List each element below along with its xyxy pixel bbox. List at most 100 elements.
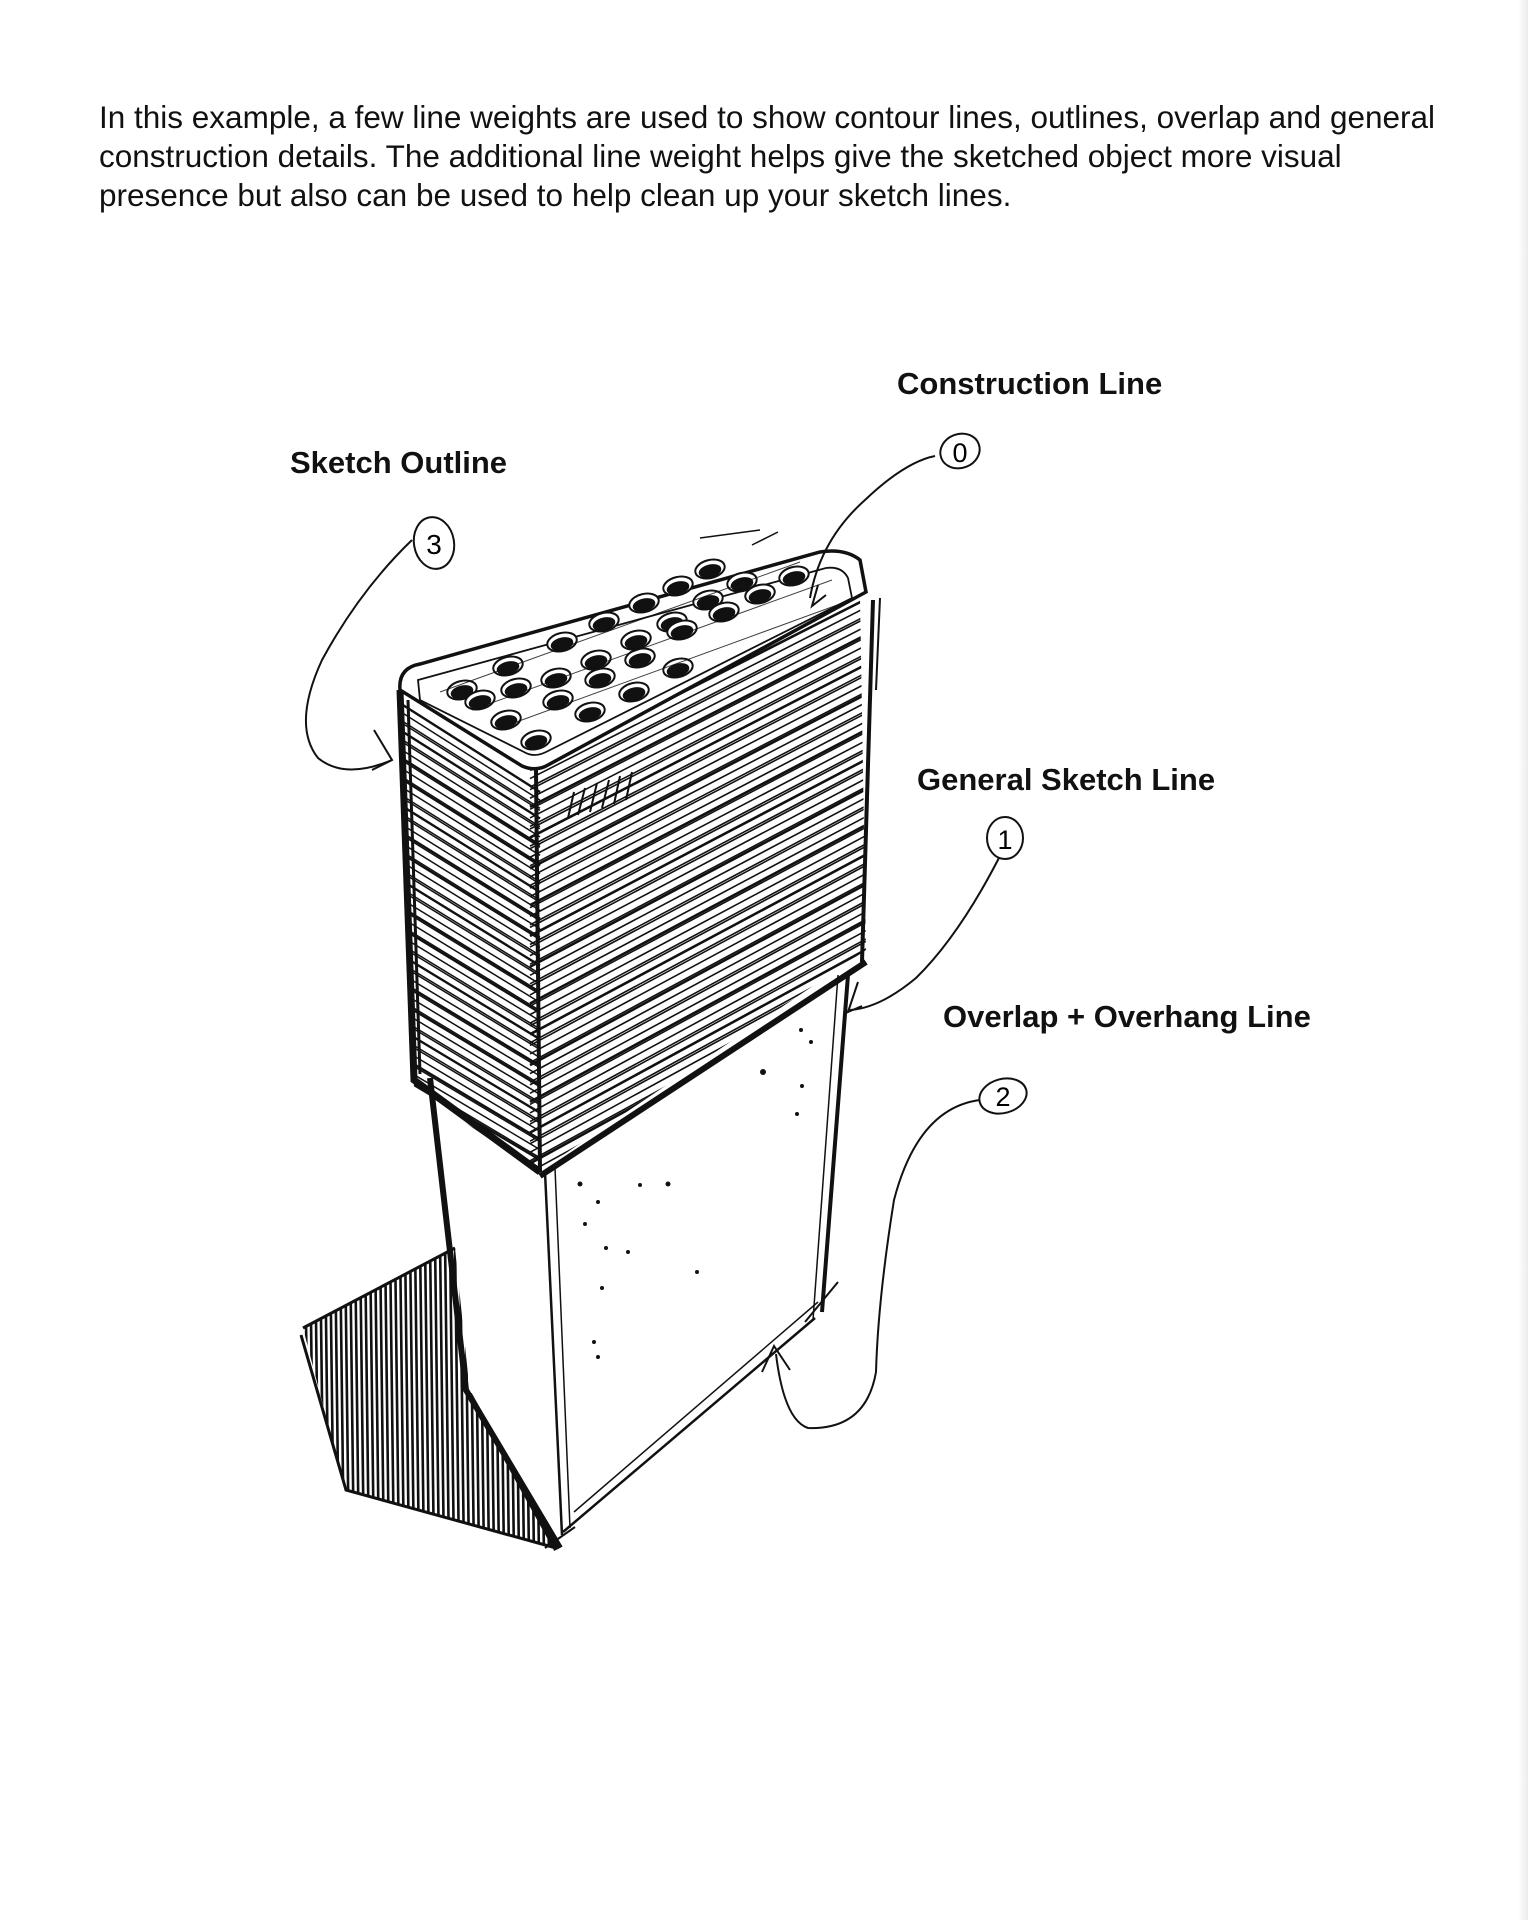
shadow-stroke xyxy=(493,1248,501,1548)
callout-label-general-sketch-line: General Sketch Line xyxy=(917,762,1216,797)
hole-shade xyxy=(698,564,722,578)
shadow-stroke xyxy=(333,1248,341,1548)
sketch-stroke xyxy=(529,675,866,858)
shadow-stroke xyxy=(483,1248,491,1548)
sketch-stroke xyxy=(400,736,541,830)
hole-shade xyxy=(628,653,652,667)
hole-shade xyxy=(504,683,528,697)
sketch-stroke xyxy=(529,607,866,788)
hole-shade xyxy=(494,715,518,729)
hole-shade xyxy=(632,598,656,612)
cast-shadow xyxy=(299,1246,558,1551)
sketch-stroke xyxy=(400,857,541,948)
hole-shade xyxy=(588,673,612,687)
sketch-stroke xyxy=(400,755,541,848)
sketch-stroke xyxy=(529,854,866,1044)
shadow-stroke xyxy=(523,1248,531,1548)
sketch-stroke xyxy=(400,838,541,930)
sketch-stroke xyxy=(529,759,866,946)
shadow-stroke xyxy=(428,1248,436,1548)
sketch-stroke xyxy=(400,942,541,1032)
sketch-stroke xyxy=(529,683,866,867)
callout-label-sketch-outline: Sketch Outline xyxy=(290,445,508,480)
sketch-stroke xyxy=(529,835,866,1024)
shadow-stroke xyxy=(423,1248,431,1548)
hole-shade xyxy=(622,687,646,701)
sketch-stroke xyxy=(400,715,541,809)
sketch-stroke xyxy=(529,933,866,1125)
hole-shade xyxy=(584,655,608,669)
hole-shade xyxy=(748,589,772,603)
sketch-stroke xyxy=(529,808,866,996)
hole-shade xyxy=(450,685,474,699)
shadow-stroke xyxy=(323,1248,331,1548)
hole-shade xyxy=(624,635,648,649)
shadow-stroke xyxy=(433,1248,441,1548)
sketch-stroke xyxy=(400,958,541,1049)
sketch-stroke xyxy=(400,904,541,995)
callout-badge-2: 2 xyxy=(978,1077,1028,1115)
shadow-stroke xyxy=(368,1248,376,1548)
shadow-stroke xyxy=(383,1248,391,1548)
sketch-stroke xyxy=(400,707,541,801)
sketch-stroke xyxy=(529,780,866,968)
shadow-stroke xyxy=(443,1248,451,1548)
hole-shade xyxy=(782,571,806,585)
sketch-stroke xyxy=(529,827,866,1016)
shadow-stroke xyxy=(543,1248,551,1548)
svg-text:2: 2 xyxy=(995,1082,1010,1112)
callout-leaders xyxy=(304,455,1003,1430)
hole-shade xyxy=(666,581,690,595)
sketch-stroke xyxy=(529,875,866,1067)
callout-badge-1: 1 xyxy=(986,816,1024,860)
sketch-stroke xyxy=(529,743,866,929)
sketch-stroke xyxy=(400,867,541,959)
shadow-stroke xyxy=(348,1248,356,1548)
sketch-stroke xyxy=(529,816,866,1005)
intro-paragraph: In this example, a few line weights are … xyxy=(99,99,1436,213)
shadow-stroke xyxy=(398,1248,406,1548)
sketch-stroke xyxy=(529,892,866,1083)
callout-badge-3: 3 xyxy=(412,516,456,570)
sketch-stroke xyxy=(529,903,866,1095)
sketch-stroke xyxy=(400,950,541,1041)
shadow-stroke xyxy=(338,1248,346,1548)
svg-text:3: 3 xyxy=(426,529,442,560)
sketch-stroke xyxy=(529,664,866,847)
sketch-stroke xyxy=(400,763,541,856)
sketch-stroke xyxy=(529,637,866,819)
sketch-stroke xyxy=(400,819,541,912)
sketch-stroke xyxy=(529,702,866,887)
sketch-stroke xyxy=(400,977,541,1067)
shadow-stroke xyxy=(358,1248,366,1548)
shadow-stroke xyxy=(463,1248,471,1548)
sketch-stroke xyxy=(400,734,541,828)
upper-body xyxy=(396,596,881,1179)
sketch-stroke xyxy=(400,979,541,1069)
shadow-stroke xyxy=(303,1248,306,1548)
sketch-stroke xyxy=(529,940,866,1134)
hole-shade xyxy=(496,661,520,675)
sketch-stroke xyxy=(529,724,866,909)
sketch-stroke xyxy=(529,740,866,926)
shadow-stroke xyxy=(518,1248,526,1548)
sketch-stroke xyxy=(529,930,866,1123)
sketch-stroke xyxy=(529,610,866,791)
sketch-stroke xyxy=(529,845,866,1036)
sketch-stroke xyxy=(529,873,866,1064)
sketch-stroke xyxy=(529,800,866,988)
callout-badge-0: 0 xyxy=(939,432,981,470)
shadow-stroke xyxy=(308,1248,316,1548)
callout-badges: 0 3 1 2 xyxy=(412,432,1028,1115)
shadow-stroke xyxy=(393,1248,401,1548)
hole-shade xyxy=(592,617,616,631)
shadow-stroke xyxy=(478,1248,486,1548)
sketch-stroke xyxy=(529,911,866,1104)
sketch-stroke xyxy=(400,809,541,901)
svg-text:0: 0 xyxy=(952,438,967,468)
sketch-stroke xyxy=(400,960,541,1051)
shadow-stroke xyxy=(303,1248,311,1548)
sketch-stroke xyxy=(529,685,866,870)
sketch-stroke xyxy=(529,797,866,985)
